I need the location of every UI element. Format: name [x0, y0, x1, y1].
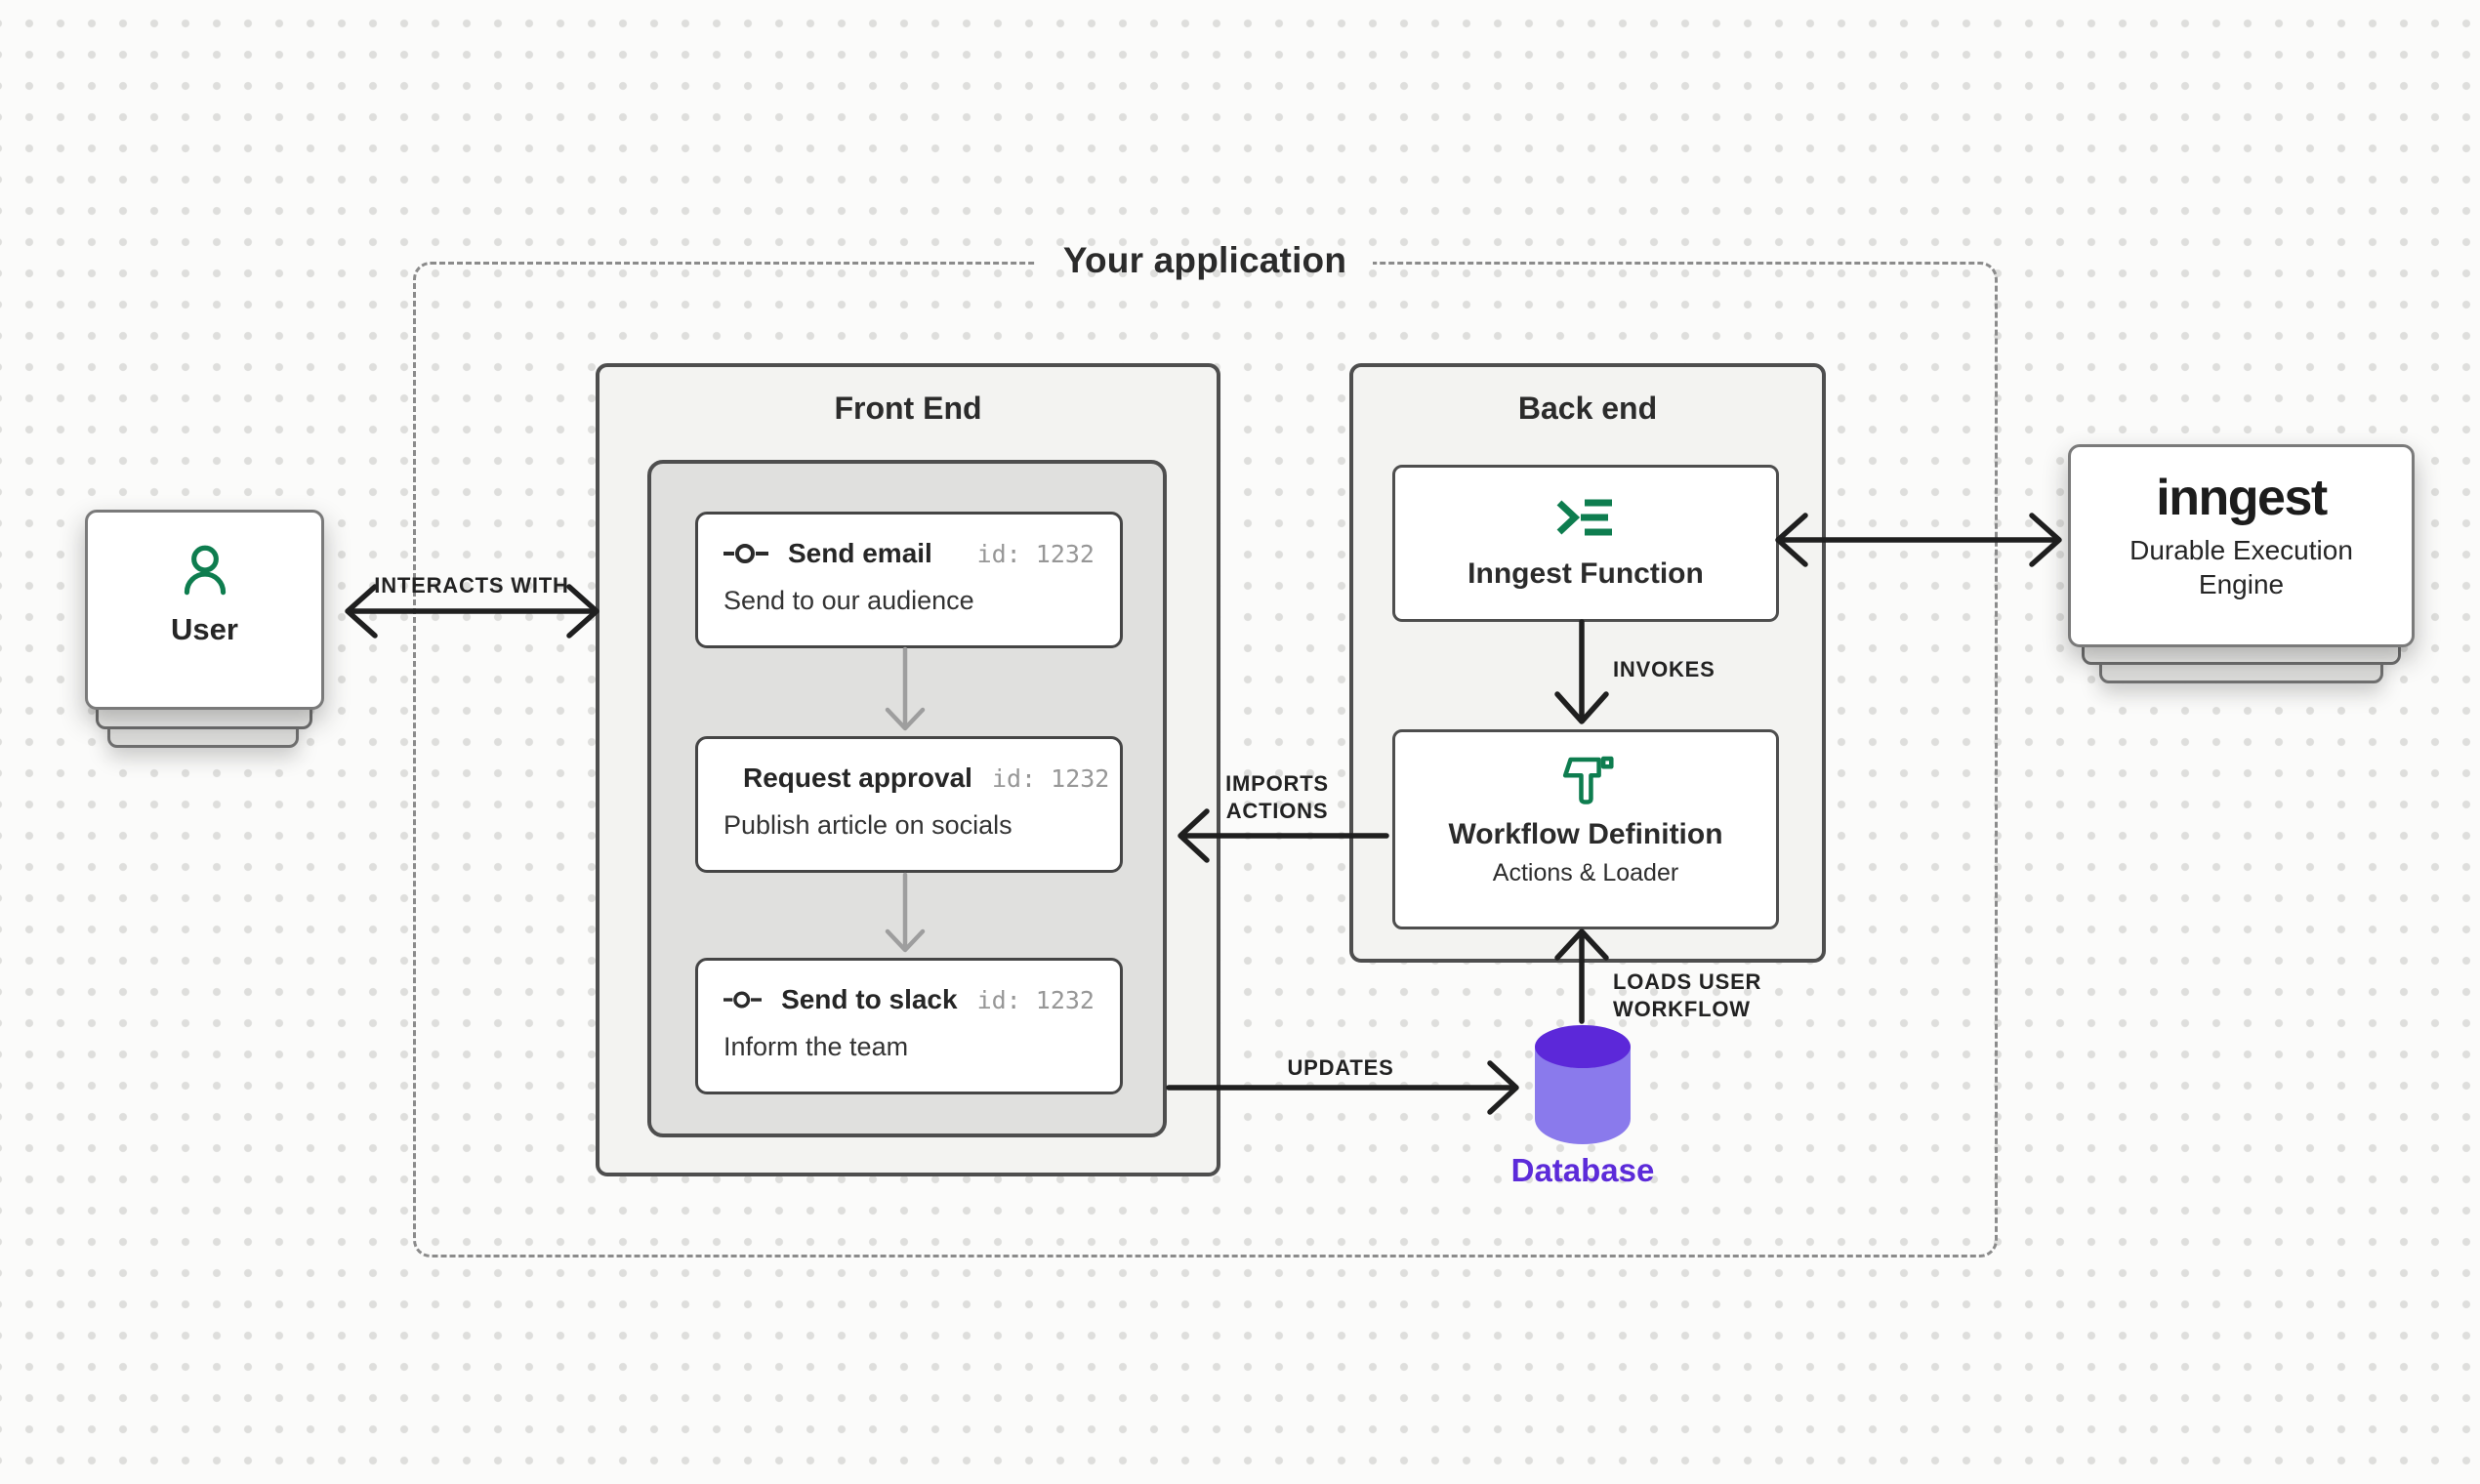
step-card-send-email: Send email id: 1232 Send to our audience — [695, 512, 1123, 648]
your-application-title: Your application — [1062, 240, 1347, 280]
frontend-zone: Front End Send email id: 1232 Send to ou… — [596, 363, 1220, 1176]
inngest-function-card: Inngest Function — [1392, 465, 1779, 622]
step-title: Request approval — [743, 763, 972, 793]
edge-label-interacts-with: INTERACTS WITH — [374, 573, 569, 598]
workflow-definition-subtitle: Actions & Loader — [1492, 859, 1679, 886]
step-card-request-approval: Request approval id: 1232 Publish articl… — [695, 736, 1123, 873]
database-label: Database — [1510, 1152, 1655, 1188]
step-id: id: 1232 — [976, 985, 1095, 1014]
edge-label-imports-actions: IMPORTS ACTIONS — [1189, 770, 1365, 824]
workflow-steps-panel: Send email id: 1232 Send to our audience… — [647, 460, 1167, 1137]
backend-zone: Back end Inngest Function Workflow Defin… — [1349, 363, 1826, 963]
database-icon — [1535, 1025, 1631, 1144]
inngest-subtitle: Durable Execution Engine — [2129, 535, 2353, 599]
inngest-function-label: Inngest Function — [1467, 557, 1704, 590]
terminal-icon — [1556, 499, 1612, 536]
step-id: id: 1232 — [991, 763, 1110, 793]
edge-label-updates: UPDATES — [1287, 1055, 1394, 1080]
backend-title: Back end — [1517, 391, 1658, 426]
edge-label-loads-user-workflow: LOADS USER WORKFLOW — [1613, 969, 1761, 1022]
step-title: Send to slack — [781, 984, 958, 1014]
commit-node-icon — [723, 544, 768, 563]
step-description: Send to our audience — [723, 586, 974, 615]
edge-label-loads-line2: WORKFLOW — [1613, 996, 1751, 1021]
inngest-logo: inngest — [2156, 470, 2328, 526]
user-node: User — [85, 510, 324, 710]
edge-label-imports-line2: ACTIONS — [1225, 798, 1329, 823]
step-id: id: 1232 — [976, 539, 1095, 568]
user-label: User — [171, 612, 238, 646]
hammer-icon — [1562, 756, 1614, 804]
step-card-send-to-slack: Send to slack id: 1232 Inform the team — [695, 958, 1123, 1094]
workflow-definition-title: Workflow Definition — [1448, 818, 1723, 850]
user-icon — [184, 545, 226, 596]
step-description: Publish article on socials — [723, 810, 1013, 840]
workflow-definition-card: Workflow Definition Actions & Loader — [1392, 729, 1779, 929]
edge-label-loads-line1: LOADS USER — [1613, 969, 1762, 994]
edge-label-imports-line1: IMPORTS — [1225, 771, 1329, 796]
edge-label-invokes: INVOKES — [1613, 657, 1715, 681]
title-border-gap — [1037, 256, 1373, 269]
frontend-title: Front End — [834, 391, 982, 426]
commit-node-icon — [723, 991, 763, 1009]
step-description: Inform the team — [723, 1032, 909, 1061]
step-title: Send email — [788, 538, 932, 568]
inngest-node: inngest Durable Execution Engine — [2068, 444, 2415, 647]
